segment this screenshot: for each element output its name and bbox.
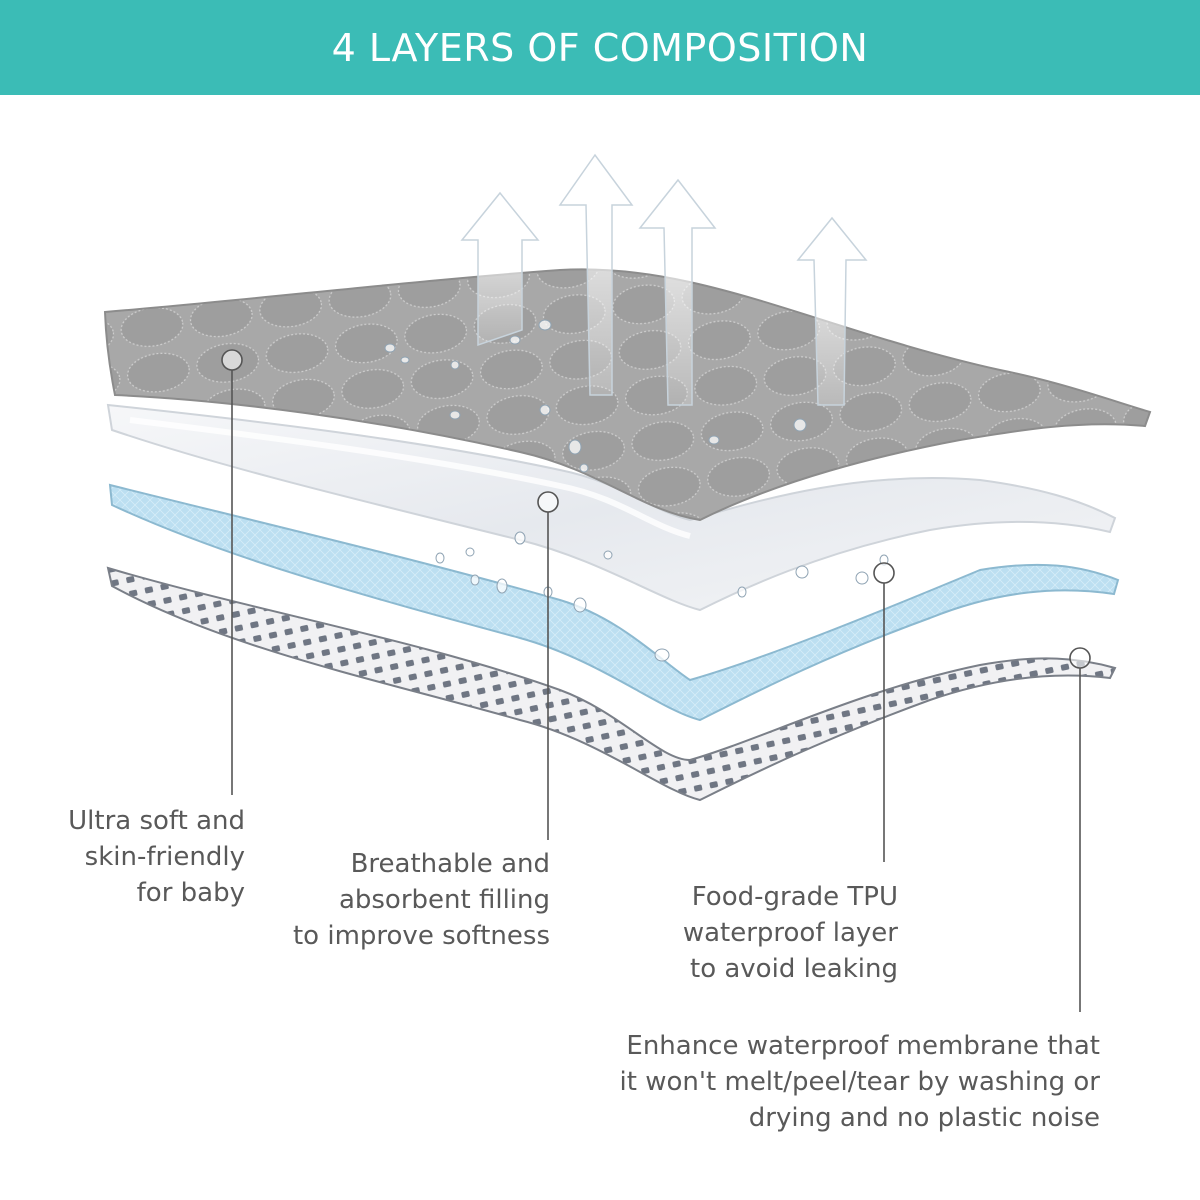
label-line: for baby: [68, 875, 245, 911]
filling-layer-label: Breathable and absorbent filling to impr…: [293, 846, 550, 954]
label-line: it won't melt/peel/tear by washing or: [620, 1064, 1100, 1100]
label-line: Ultra soft and: [68, 803, 245, 839]
top-layer-label: Ultra soft and skin-friendly for baby: [68, 803, 245, 911]
membrane-layer-label: Enhance waterproof membrane that it won'…: [620, 1028, 1100, 1136]
page-title: 4 LAYERS OF COMPOSITION: [332, 26, 869, 70]
tpu-layer-label: Food-grade TPU waterproof layer to avoid…: [683, 879, 898, 987]
label-line: to improve softness: [293, 918, 550, 954]
label-line: Enhance waterproof membrane that: [620, 1028, 1100, 1064]
label-line: skin-friendly: [68, 839, 245, 875]
label-line: absorbent filling: [293, 882, 550, 918]
label-line: to avoid leaking: [683, 951, 898, 987]
header-banner: 4 LAYERS OF COMPOSITION: [0, 0, 1200, 95]
label-line: waterproof layer: [683, 915, 898, 951]
label-line: Breathable and: [293, 846, 550, 882]
label-line: drying and no plastic noise: [620, 1100, 1100, 1136]
label-line: Food-grade TPU: [683, 879, 898, 915]
